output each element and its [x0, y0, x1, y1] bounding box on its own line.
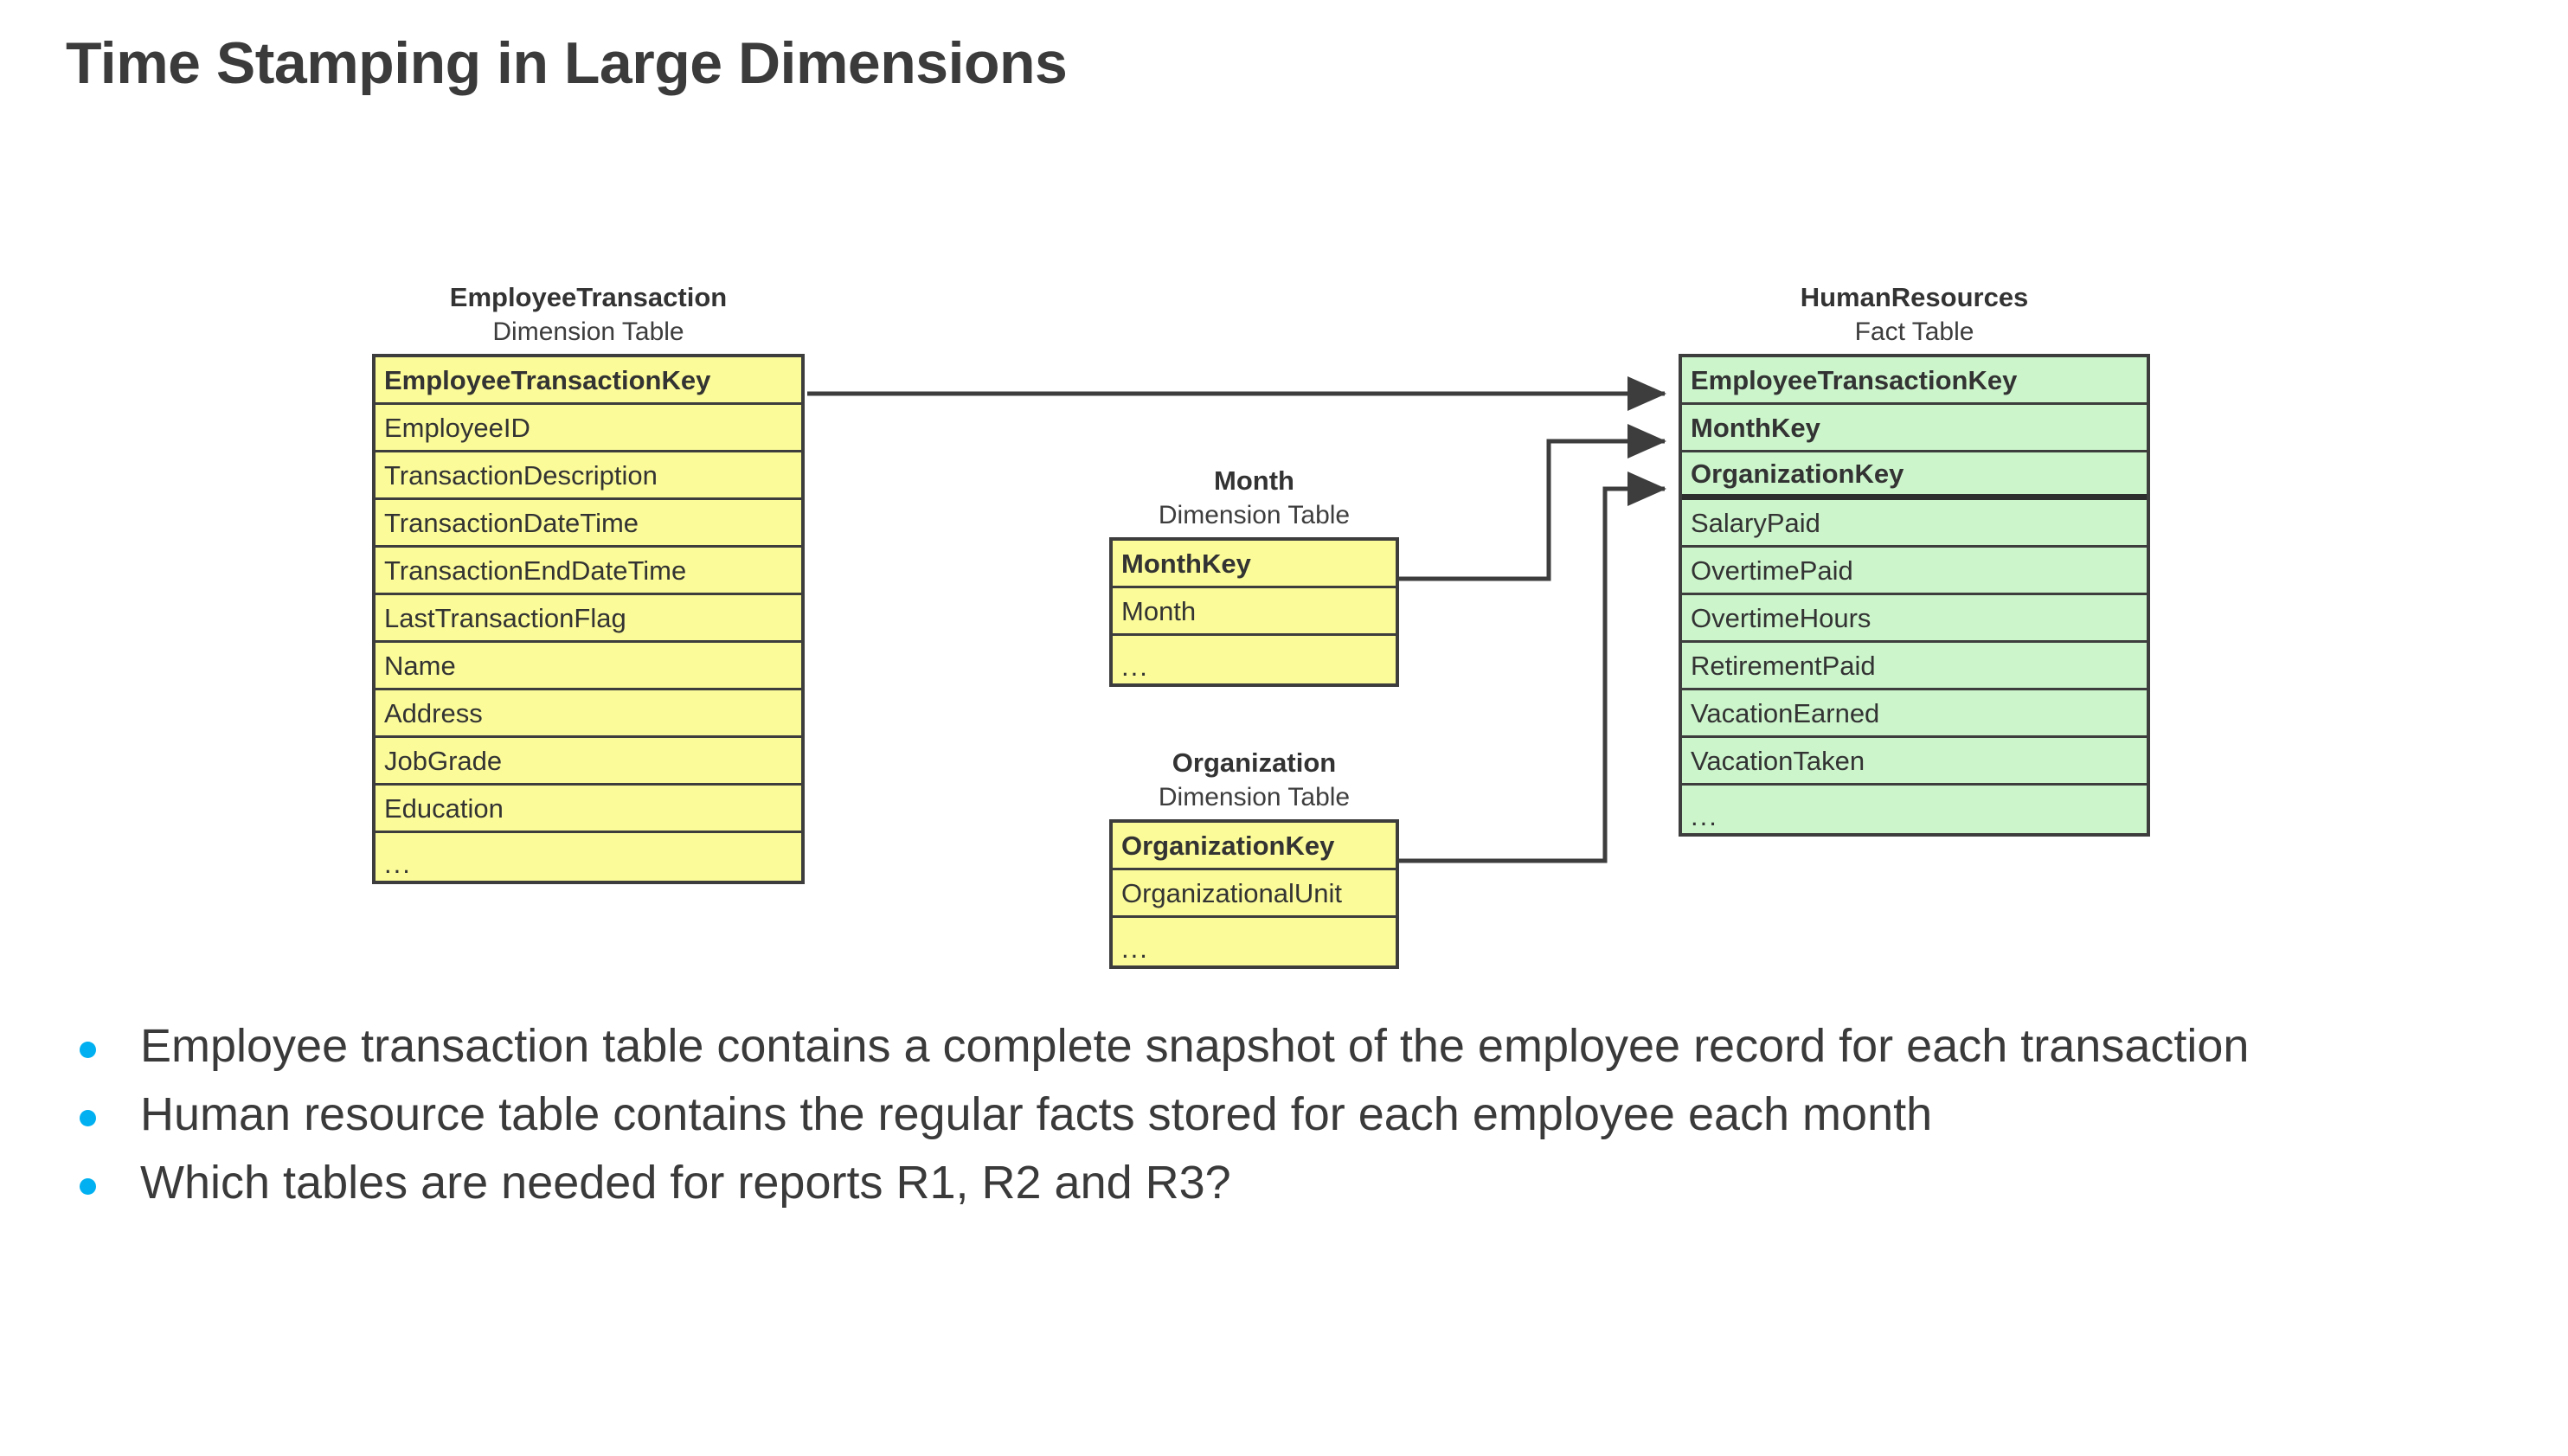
entity-table-employeetransaction: EmployeeTransactionKey EmployeeID Transa…: [372, 354, 805, 885]
entity-title-organization: Organization: [1172, 747, 1337, 778]
table-row-ellipsis: ...: [376, 833, 801, 882]
entity-table-humanresources: EmployeeTransactionKey MonthKey Organiza…: [1679, 354, 2150, 837]
table-row: Address: [376, 690, 801, 739]
list-item: Which tables are needed for reports R1, …: [66, 1156, 2523, 1210]
bullet-dot-icon: [80, 1042, 96, 1058]
list-item-text: Which tables are needed for reports R1, …: [140, 1157, 1231, 1209]
table-row: OrganizationKey: [1113, 823, 1396, 871]
table-row: MonthKey: [1682, 405, 2147, 453]
connector-monthkey: [1399, 424, 1666, 581]
table-row: Education: [376, 786, 801, 834]
bullet-list: Employee transaction table contains a co…: [66, 1019, 2523, 1225]
table-row: TransactionDescription: [376, 452, 801, 501]
connector-organizationkey: [1399, 471, 1666, 863]
table-row: JobGrade: [376, 738, 801, 786]
table-row: TransactionDateTime: [376, 500, 801, 548]
table-row: VacationEarned: [1682, 690, 2147, 739]
entity-title-employeetransaction: EmployeeTransaction: [449, 282, 728, 312]
table-row: VacationTaken: [1682, 738, 2147, 786]
table-row: EmployeeTransactionKey: [376, 357, 801, 406]
table-row: OvertimePaid: [1682, 548, 2147, 596]
table-row: EmployeeID: [376, 405, 801, 453]
entity-employeetransaction: EmployeeTransaction Dimension Table Empl…: [372, 282, 805, 885]
entity-table-organization: OrganizationKey OrganizationalUnit ...: [1109, 819, 1399, 970]
list-item-text: Employee transaction table contains a co…: [140, 1020, 2250, 1072]
list-item: Human resource table contains the regula…: [66, 1087, 2523, 1142]
table-row: OrganizationKey: [1682, 452, 2147, 501]
entity-title-humanresources: HumanResources: [1800, 282, 2029, 312]
table-row: OvertimeHours: [1682, 595, 2147, 644]
table-row: Month: [1113, 588, 1396, 637]
table-row: SalaryPaid: [1682, 500, 2147, 548]
entity-humanresources: HumanResources Fact Table EmployeeTransa…: [1679, 282, 2150, 837]
table-row: RetirementPaid: [1682, 643, 2147, 691]
entity-subtitle-organization: Dimension Table: [1158, 782, 1351, 811]
er-diagram: EmployeeTransaction Dimension Table Empl…: [372, 282, 2150, 970]
entity-subtitle-employeetransaction: Dimension Table: [492, 317, 684, 346]
page-title: Time Stamping in Large Dimensions: [66, 30, 1068, 96]
table-row-ellipsis: ...: [1682, 786, 2147, 834]
table-row: TransactionEndDateTime: [376, 548, 801, 596]
bullet-dot-icon: [80, 1178, 96, 1196]
entity-subtitle-humanresources: Fact Table: [1854, 317, 1974, 346]
list-item-text: Human resource table contains the regula…: [140, 1088, 1933, 1141]
entity-month: Month Dimension Table MonthKey Month ...: [1109, 465, 1399, 688]
entity-organization: Organization Dimension Table Organizatio…: [1109, 747, 1399, 970]
table-row: LastTransactionFlag: [376, 595, 801, 644]
entity-table-month: MonthKey Month ...: [1109, 537, 1399, 688]
bullet-dot-icon: [80, 1110, 96, 1127]
list-item: Employee transaction table contains a co…: [66, 1019, 2523, 1074]
table-row: OrganizationalUnit: [1113, 870, 1396, 919]
table-row-ellipsis: ...: [1113, 918, 1396, 966]
table-row: MonthKey: [1113, 541, 1396, 589]
table-row-ellipsis: ...: [1113, 636, 1396, 684]
table-row: EmployeeTransactionKey: [1682, 357, 2147, 406]
table-row: Name: [376, 643, 801, 691]
entity-title-month: Month: [1214, 465, 1294, 496]
entity-subtitle-month: Dimension Table: [1158, 500, 1351, 529]
